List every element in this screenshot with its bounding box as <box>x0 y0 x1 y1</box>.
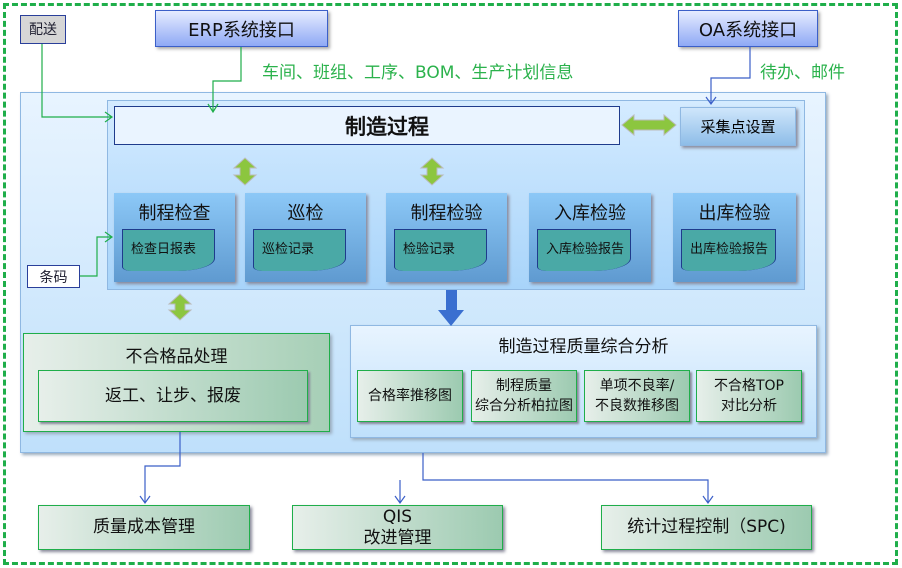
delivery-box: 配送 <box>20 15 66 44</box>
updown-arrow-icon <box>419 157 445 186</box>
step-patrol: 巡检 巡检记录 <box>245 193 366 282</box>
step-inbound-inspection: 入库检验 入库检验报告 <box>529 193 651 282</box>
collection-point-box: 采集点设置 <box>680 107 796 146</box>
analysis-title: 制造过程质量综合分析 <box>498 337 669 357</box>
updown-arrow-icon <box>167 293 193 321</box>
green-connectors <box>41 44 242 277</box>
spc-box: 统计过程控制（SPC) <box>601 505 812 550</box>
step-doc: 检验记录 <box>394 229 487 271</box>
step-doc: 检查日报表 <box>122 229 215 271</box>
double-arrow-icon <box>621 113 677 137</box>
step-title: 出库检验 <box>698 203 771 224</box>
step-title: 巡检 <box>287 203 324 224</box>
step-outbound-inspection: 出库检验 出库检验报告 <box>673 193 796 282</box>
oa-info-label: 待办、邮件 <box>760 63 845 83</box>
erp-interface-box: ERP系统接口 <box>155 10 328 47</box>
step-process-check: 制程检查 检查日报表 <box>114 193 235 282</box>
qis-box: QIS 改进管理 <box>292 505 503 550</box>
barcode-box: 条码 <box>27 265 80 288</box>
outer-border <box>3 3 898 565</box>
step-doc: 巡检记录 <box>253 229 346 271</box>
quality-cost-box: 质量成本管理 <box>38 505 250 550</box>
nonconforming-title: 不合格品处理 <box>125 347 228 367</box>
step-title: 制程检查 <box>138 203 211 224</box>
erp-info-label: 车间、班组、工序、BOM、生产计划信息 <box>262 63 574 83</box>
step-title: 制程检验 <box>410 203 483 224</box>
blue-connectors <box>139 47 751 505</box>
step-title: 入库检验 <box>554 203 626 224</box>
analysis-item: 制程质量 综合分析柏拉图 <box>471 370 577 422</box>
nonconforming-actions: 返工、让步、报废 <box>38 370 308 422</box>
step-process-inspection: 制程检验 检验记录 <box>386 193 507 282</box>
analysis-item: 单项不良率/ 不良数推移图 <box>584 370 690 422</box>
step-doc: 入库检验报告 <box>537 229 631 271</box>
analysis-item: 不合格TOP 对比分析 <box>696 370 802 422</box>
process-title-box: 制造过程 <box>114 106 620 145</box>
analysis-item: 合格率推移图 <box>357 370 463 422</box>
step-doc: 出库检验报告 <box>681 229 776 271</box>
updown-arrow-icon <box>232 157 258 186</box>
oa-interface-box: OA系统接口 <box>678 10 818 47</box>
down-arrow-icon <box>438 290 464 326</box>
